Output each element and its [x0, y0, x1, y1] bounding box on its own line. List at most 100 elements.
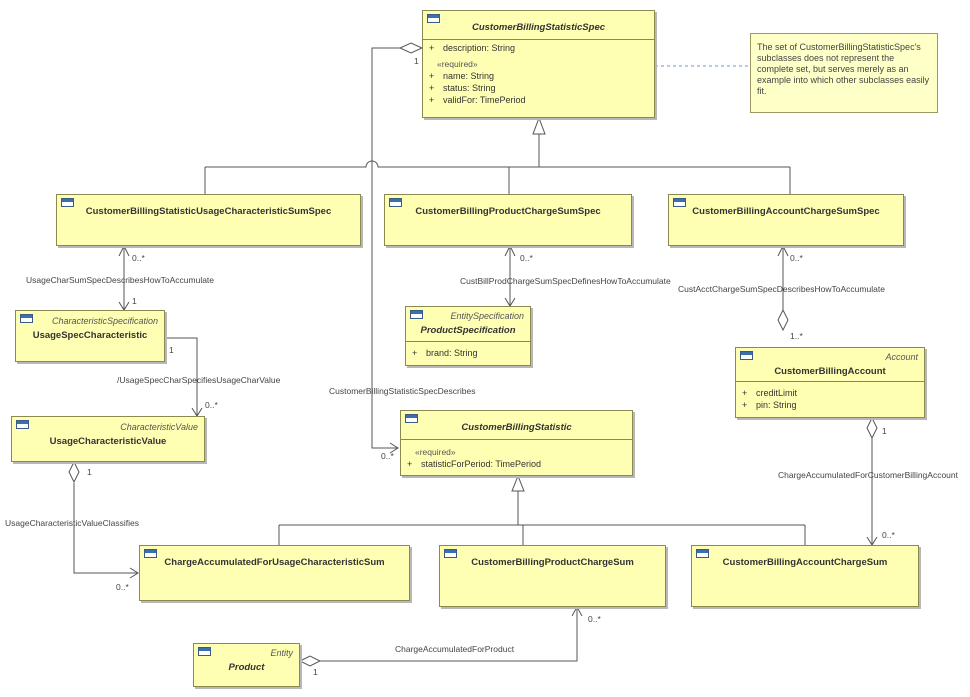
stereotype-required: «required»: [437, 59, 478, 69]
class-icon: [740, 351, 753, 360]
class-customer-billing-statistic-spec[interactable]: CustomerBillingStatisticSpec +descriptio…: [422, 10, 655, 118]
class-name: CustomerBillingProductChargeSum: [471, 557, 634, 568]
association-label: UsageCharSumSpecDescribesHowToAccumulate: [26, 275, 215, 285]
association-usage-spec-char-val: [165, 337, 198, 416]
class-name: CustomerBillingProductChargeSumSpec: [415, 206, 601, 217]
association-label: UsageCharacteristicValueClassifies: [5, 518, 140, 528]
class-product[interactable]: Entity Product: [193, 643, 300, 687]
class-icon: [696, 549, 709, 558]
attribute: +validFor: TimePeriod: [429, 95, 526, 105]
multiplicity: 1..*: [790, 331, 803, 341]
class-icon: [444, 549, 457, 558]
arrow-charge-for-product: [571, 605, 583, 617]
multiplicity: 0..*: [132, 253, 145, 263]
aggregation-diamond-usage-value: [68, 460, 80, 484]
compartment-divider: [401, 439, 632, 440]
multiplicity: 0..*: [205, 400, 218, 410]
arrow-cust-acct: [777, 244, 789, 257]
class-customer-billing-account[interactable]: Account CustomerBillingAccount +creditLi…: [735, 347, 925, 418]
class-name: UsageCharacteristicValue: [49, 436, 167, 447]
attribute: +brand: String: [412, 348, 478, 358]
note[interactable]: The set of CustomerBillingStatisticSpec'…: [750, 33, 938, 113]
class-product-charge-sum-spec[interactable]: CustomerBillingProductChargeSumSpec: [384, 194, 632, 246]
class-icon: [16, 420, 29, 429]
class-icon: [405, 414, 418, 423]
stereotype: CharacteristicSpecification: [51, 316, 158, 326]
multiplicity: 0..*: [381, 451, 394, 461]
association-label: CustomerBillingStatisticSpecDescribes: [329, 386, 476, 396]
attribute: +pin: String: [742, 400, 797, 410]
class-account-charge-sum[interactable]: CustomerBillingAccountChargeSum: [691, 545, 919, 607]
class-name: ProductSpecification: [420, 325, 516, 336]
association-label: CustAcctChargeSumSpecDescribesHowToAccum…: [678, 284, 885, 294]
multiplicity: 0..*: [882, 530, 895, 540]
class-name: CustomerBillingStatistic: [461, 422, 572, 433]
attribute: +description: String: [429, 43, 516, 53]
multiplicity: 1: [882, 426, 887, 436]
generalization-line-statistic: [278, 491, 806, 545]
class-name: CustomerBillingAccount: [774, 366, 886, 377]
multiplicity: 0..*: [116, 582, 129, 592]
class-name: Product: [228, 662, 265, 673]
generalization-triangle-spec: [532, 116, 546, 135]
class-icon: [144, 549, 157, 558]
compartment-divider: [406, 341, 530, 342]
association-label: CustBillProdChargeSumSpecDefinesHowToAcc…: [460, 276, 671, 286]
attribute: +statisticForPeriod: TimePeriod: [407, 459, 542, 469]
multiplicity: 1: [414, 56, 419, 66]
class-usage-characteristic-sum-spec[interactable]: CustomerBillingStatisticUsageCharacteris…: [56, 194, 361, 246]
arrow-usage-char-classifies: [129, 567, 139, 579]
association-label: ChargeAccumulatedForProduct: [395, 644, 515, 654]
association-label: /UsageSpecCharSpecifiesUsageCharValue: [117, 375, 281, 385]
multiplicity: 1: [169, 345, 174, 355]
class-icon: [198, 647, 211, 656]
class-usage-characteristic-value[interactable]: CharacteristicValue UsageCharacteristicV…: [11, 416, 205, 462]
association-charge-for-product: [320, 607, 578, 662]
compartment-divider: [736, 381, 924, 382]
aggregation-diamond-account: [777, 308, 789, 332]
multiplicity: 0..*: [520, 253, 533, 263]
generalization-line-spec: [204, 134, 791, 194]
class-name: CustomerBillingAccountChargeSumSpec: [692, 206, 880, 217]
aggregation-diamond-billing-account: [866, 416, 878, 440]
class-name: CustomerBillingAccountChargeSum: [722, 557, 888, 568]
class-icon: [61, 198, 74, 207]
note-text: The set of CustomerBillingStatisticSpec'…: [757, 42, 930, 96]
association-spec-describes: [371, 47, 422, 449]
class-usage-spec-characteristic[interactable]: CharacteristicSpecification UsageSpecCha…: [15, 310, 165, 362]
class-customer-billing-statistic[interactable]: CustomerBillingStatistic «required» +sta…: [400, 410, 633, 476]
multiplicity: 1: [87, 467, 92, 477]
attribute: +status: String: [429, 83, 496, 93]
aggregation-diamond-product: [298, 655, 322, 667]
association-label: ChargeAccumulatedForCustomerBillingAccou…: [778, 470, 958, 480]
attribute: +creditLimit: [742, 388, 798, 398]
multiplicity: 0..*: [588, 614, 601, 624]
class-product-charge-sum[interactable]: CustomerBillingProductChargeSum: [439, 545, 666, 607]
class-icon: [389, 198, 402, 207]
class-account-charge-sum-spec[interactable]: CustomerBillingAccountChargeSumSpec: [668, 194, 904, 246]
multiplicity: 0..*: [790, 253, 803, 263]
compartment-divider: [423, 39, 654, 40]
class-name: ChargeAccumulatedForUsageCharacteristicS…: [164, 557, 385, 568]
class-icon: [427, 14, 440, 23]
stereotype: EntitySpecification: [450, 311, 524, 321]
class-name: UsageSpecCharacteristic: [32, 330, 148, 341]
multiplicity: 1: [313, 667, 318, 677]
attribute: +name: String: [429, 71, 495, 81]
stereotype-required: «required»: [415, 447, 456, 457]
stereotype: CharacteristicValue: [120, 422, 198, 432]
class-name: CustomerBillingStatisticSpec: [471, 22, 606, 33]
class-product-specification[interactable]: EntitySpecification ProductSpecification…: [405, 306, 531, 366]
class-icon: [410, 310, 423, 319]
class-icon: [20, 314, 33, 323]
stereotype: Entity: [270, 648, 293, 658]
class-charge-accumulated-usage[interactable]: ChargeAccumulatedForUsageCharacteristicS…: [139, 545, 410, 601]
class-name: CustomerBillingStatisticUsageCharacteris…: [85, 206, 332, 217]
stereotype: Account: [885, 352, 918, 362]
association-usage-char-classifies: [73, 483, 138, 574]
multiplicity: 1: [132, 296, 137, 306]
class-icon: [673, 198, 686, 207]
generalization-triangle-statistic: [511, 474, 525, 492]
aggregation-diamond-spec: [398, 42, 424, 54]
